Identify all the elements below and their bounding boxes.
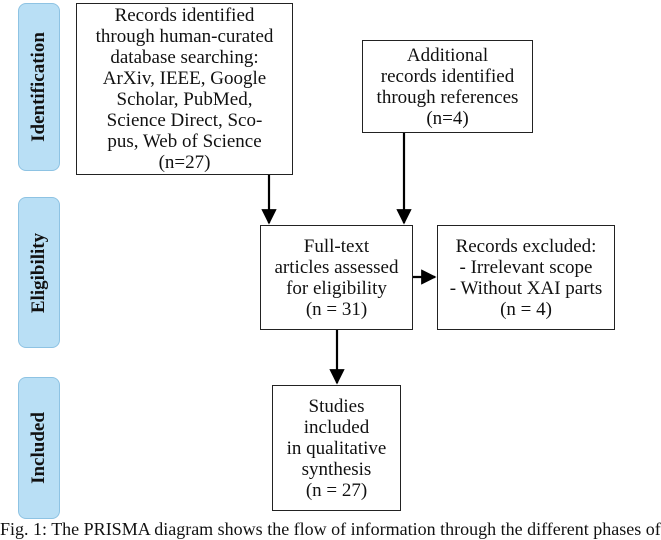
additional-records-box: Additional records identified through re…: [362, 40, 533, 133]
phase-identification: Identification: [18, 3, 60, 171]
records-identified-line: Records identified: [114, 5, 255, 26]
records-excluded-count: (n = 4): [500, 298, 552, 320]
included-studies-box: Studies included in qualitative synthesi…: [272, 385, 401, 511]
records-identified-box: Records identified through human-curated…: [76, 3, 293, 175]
full-text-line: Full-text: [303, 235, 370, 257]
records-identified-line: Science Direct, Sco-: [106, 110, 263, 131]
full-text-line: articles assessed: [274, 256, 399, 278]
included-studies-count: (n = 27): [305, 479, 368, 501]
included-studies-line: in qualitative: [286, 437, 387, 459]
records-excluded-line: Records excluded:: [455, 235, 597, 257]
records-identified-line: ArXiv, IEEE, Google: [102, 68, 267, 89]
additional-records-line: records identified: [380, 65, 515, 87]
records-identified-line: database searching:: [110, 47, 259, 68]
additional-records-line: Additional: [406, 44, 489, 66]
figure-caption: Fig. 1: The PRISMA diagram shows the flo…: [0, 519, 661, 539]
records-identified-line: through human-curated: [95, 26, 274, 47]
full-text-count: (n = 31): [305, 298, 368, 320]
flow-arrows: [261, 133, 437, 385]
additional-records-count: (n=4): [426, 107, 469, 129]
additional-records-line: through references: [376, 86, 519, 108]
prisma-flow-diagram: Identification Eligibility Included Reco…: [0, 3, 661, 539]
full-text-line: for eligibility: [286, 277, 387, 299]
phase-included: Included: [18, 377, 60, 519]
records-excluded-line: - Irrelevant scope: [459, 256, 593, 278]
records-excluded-line: - Without XAI parts: [449, 277, 603, 299]
included-studies-line: synthesis: [301, 458, 372, 480]
phase-eligibility: Eligibility: [18, 197, 60, 348]
included-studies-line: included: [303, 416, 370, 438]
records-identified-line: pus, Web of Science: [107, 131, 262, 152]
records-excluded-box: Records excluded: - Irrelevant scope - W…: [437, 225, 615, 330]
records-identified-line: Scholar, PubMed,: [116, 89, 253, 110]
full-text-box: Full-text articles assessed for eligibil…: [260, 225, 413, 330]
records-identified-count: (n=27): [158, 152, 211, 173]
included-studies-line: Studies: [308, 395, 365, 417]
